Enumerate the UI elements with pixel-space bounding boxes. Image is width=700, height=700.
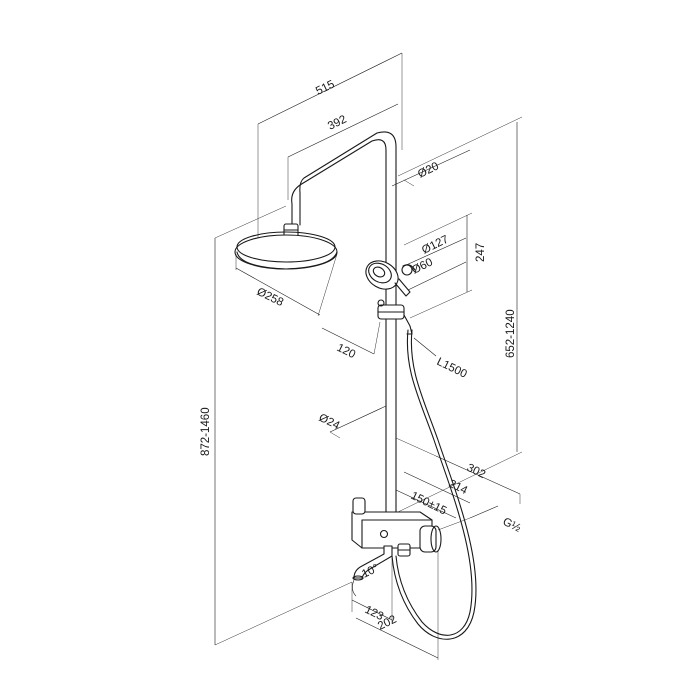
label-mixer-width: 214 <box>447 478 470 497</box>
dimension-lines <box>214 52 523 660</box>
shower-arm <box>291 131 397 226</box>
label-total-height: 872-1460 <box>200 407 212 456</box>
shower-hose <box>391 329 477 640</box>
wall-connection <box>397 543 411 557</box>
hand-shower <box>365 260 416 297</box>
slide-bracket <box>377 299 413 335</box>
dimension-labels: 515 392 Ø20 Ø127 Ø60 247 Ø258 120 L1500 … <box>200 78 523 632</box>
label-hand-shower-height: 247 <box>475 243 487 262</box>
label-overall-width: 515 <box>314 78 337 97</box>
label-rail-diameter: Ø24 <box>317 412 342 433</box>
riser-pipe <box>385 174 397 513</box>
shower-system <box>234 131 477 640</box>
label-pipe-diameter: Ø20 <box>416 160 441 180</box>
label-hand-shower-inner-diameter: Ø60 <box>410 256 435 276</box>
thermostatic-mixer <box>351 497 442 553</box>
label-thread: G½ <box>501 516 523 535</box>
label-bracket-offset: 120 <box>335 342 358 361</box>
label-head-diameter: Ø258 <box>255 286 286 309</box>
label-hose-length: L1500 <box>435 356 469 381</box>
label-slide-range: 652-1240 <box>505 309 517 358</box>
bath-spout <box>352 545 393 581</box>
rain-shower-head <box>234 231 338 270</box>
label-arm-length: 392 <box>326 113 349 132</box>
label-hand-shower-diameter: Ø127 <box>420 234 451 257</box>
